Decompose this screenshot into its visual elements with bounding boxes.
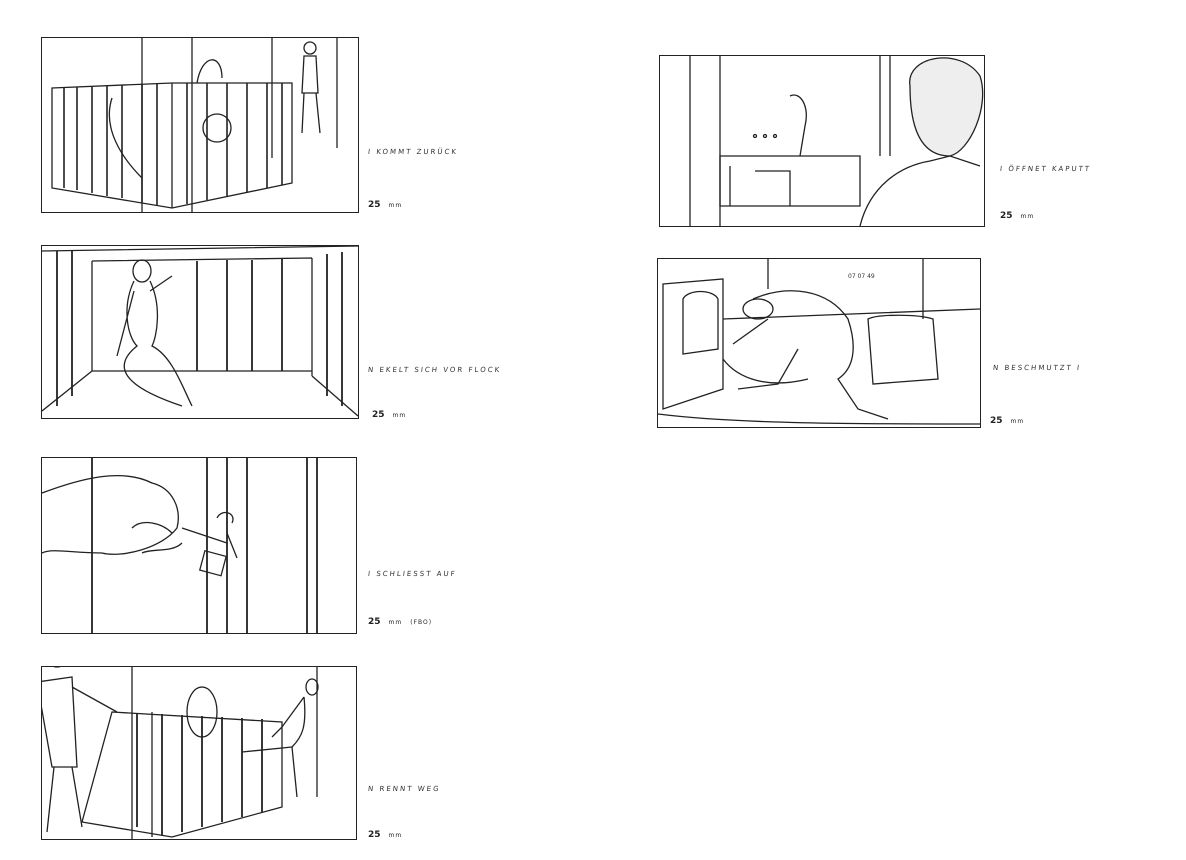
frame-2-action-note: N EKELT SICH VOR FLOCK (367, 366, 502, 374)
storyboard-frame-3 (41, 457, 357, 634)
frame-5-action-note: I ÖFFNET KAPUTT (999, 165, 1092, 173)
frame-3-lens: 25 mm (FBO) (368, 617, 432, 627)
storyboard-frame-5 (659, 55, 985, 227)
frame-5-lens-value: 25 (1000, 211, 1013, 221)
frame-5-lens-unit: mm (1020, 213, 1035, 220)
frame-1-action-note: I KOMMT ZURÜCK (367, 148, 459, 156)
frame-2-lens-value: 25 (372, 410, 385, 420)
frame-3-extra-note: (FBO) (410, 619, 433, 626)
frame-1-lens-value: 25 (368, 200, 381, 210)
frame-6-lens-value: 25 (990, 416, 1003, 426)
frame-2-lens-unit: mm (392, 412, 407, 419)
sketch-woman-soils-bed (658, 259, 980, 425)
storyboard-frame-4 (41, 666, 357, 840)
sketch-woman-runs-away (42, 667, 319, 839)
frame-1-lens-unit: mm (388, 202, 403, 209)
sketch-woman-in-cage (42, 246, 358, 417)
frame-3-lens-value: 25 (368, 617, 381, 627)
frame-3-lens-unit: mm (388, 619, 403, 626)
storyboard-frame-6: 07 07 49 (657, 258, 981, 428)
storyboard-frame-2 (41, 245, 359, 419)
frame-4-action-note: N RENNT WEG (367, 785, 441, 793)
frame-3-action-note: I SCHLIESST AUF (367, 570, 458, 578)
frame-6-lens-unit: mm (1010, 418, 1025, 425)
frame-6-action-note: N BESCHMUTZT I (992, 364, 1082, 372)
sketch-man-returns-to-cage (51, 38, 338, 212)
frame-1-lens: 25 mm (368, 200, 402, 210)
frame-6-lens: 25 mm (990, 416, 1024, 426)
storyboard-frame-1 (41, 37, 359, 213)
frame-4-lens-value: 25 (368, 830, 381, 840)
sketch-man-wakes-up (689, 56, 984, 226)
clock-readout: 07 07 49 (848, 273, 875, 280)
frame-5-lens: 25 mm (1000, 211, 1034, 221)
frame-4-lens-unit: mm (388, 832, 403, 839)
frame-2-lens: 25 mm (372, 410, 406, 420)
sketch-hand-unlocking (42, 458, 318, 633)
frame-4-lens: 25 mm (368, 830, 402, 840)
